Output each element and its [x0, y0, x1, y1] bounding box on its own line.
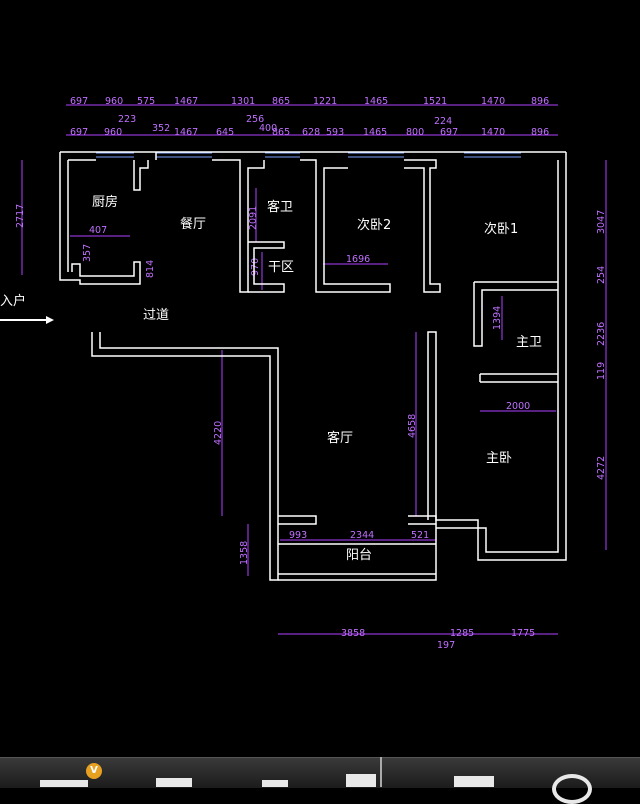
- label-bedroom2: 次卧2: [357, 217, 391, 233]
- dim-top2-1: 960: [104, 127, 122, 138]
- dim-kitchen-w: 407: [89, 225, 107, 236]
- dim-top-extra-2: 400: [259, 123, 277, 134]
- dim-balcony-h: 1358: [239, 541, 250, 565]
- entrance-arrow-icon: [0, 316, 54, 324]
- label-guest-bath: 客卫: [267, 199, 293, 215]
- dim-bottom2: 197: [437, 640, 455, 651]
- app-icon-1[interactable]: [40, 780, 88, 787]
- taskbar: [0, 757, 640, 788]
- dim-top2-9: 800: [406, 127, 424, 138]
- dim-top2-12: 896: [531, 127, 549, 138]
- dim-top-extra-1: 256: [246, 114, 264, 125]
- floor-plan: 697 960 575 1467 1301 865 1221 1465 1521…: [0, 96, 607, 651]
- dim-top1-5: 865: [272, 96, 290, 107]
- dim-right-2: 2236: [596, 322, 607, 346]
- dim-top2-6: 628: [302, 127, 320, 138]
- dim-top1-2: 575: [137, 96, 155, 107]
- dim-bottom-1: 1285: [450, 628, 474, 639]
- dim-top2-8: 1465: [363, 127, 387, 138]
- walls: [59, 151, 567, 581]
- dim-top2-5: 865: [272, 127, 290, 138]
- room-labels: 厨房 餐厅 客卫 干区 次卧2 次卧1 主卫 主卧 客厅 阳台 过道 入户: [0, 194, 542, 563]
- app-icon-3[interactable]: [262, 780, 288, 787]
- dim-top-extra-0: 223: [118, 114, 136, 125]
- dim-bottom-0: 3858: [341, 628, 365, 639]
- dim-bath-h: 2091: [248, 206, 259, 230]
- dim-top2-0: 697: [70, 127, 88, 138]
- dim-top1-4: 1301: [231, 96, 255, 107]
- dim-living-h: 4658: [407, 414, 418, 438]
- dim-top1-3: 1467: [174, 96, 198, 107]
- dim-top1-1: 960: [105, 96, 123, 107]
- dim-top2-2: 352: [152, 123, 170, 134]
- dim-top-extra-3: 224: [434, 116, 452, 127]
- dim-right-3: 119: [596, 362, 607, 380]
- dim-top1-10: 896: [531, 96, 549, 107]
- app-icon-2[interactable]: [156, 778, 192, 787]
- dim-right-0: 3047: [596, 210, 607, 234]
- dim-left: 2717: [15, 204, 26, 228]
- dim-top1-0: 697: [70, 96, 88, 107]
- dim-top1-6: 1221: [313, 96, 337, 107]
- dim-top1-8: 1521: [423, 96, 447, 107]
- label-corridor: 过道: [143, 308, 169, 323]
- dim-bottom-2: 1775: [511, 628, 535, 639]
- label-dry-area: 干区: [268, 260, 294, 275]
- dimension-labels: 697 960 575 1467 1301 865 1221 1465 1521…: [15, 96, 607, 651]
- dim-balc-r: 521: [411, 530, 429, 541]
- dim-kitchen-h1: 357: [82, 244, 93, 262]
- taskbar-divider: [380, 757, 382, 787]
- dim-dry-h: 970: [250, 258, 261, 276]
- label-kitchen: 厨房: [92, 194, 118, 210]
- dim-top1-9: 1470: [481, 96, 505, 107]
- dim-mbath-h: 1394: [492, 306, 503, 330]
- windows: [96, 152, 521, 158]
- dim-top1-7: 1465: [364, 96, 388, 107]
- label-balcony: 阳台: [346, 548, 372, 563]
- app-icon-4[interactable]: [346, 774, 376, 787]
- dim-balc-l: 993: [289, 530, 307, 541]
- label-bedroom1: 次卧1: [484, 221, 518, 237]
- dim-top2-3: 1467: [174, 127, 198, 138]
- dim-top2-11: 1470: [481, 127, 505, 138]
- label-dining: 餐厅: [180, 216, 206, 232]
- label-master-bath: 主卫: [516, 335, 542, 350]
- dim-balc-w: 2344: [350, 530, 374, 541]
- dim-kitchen-h2: 814: [145, 260, 156, 278]
- dim-right-4: 4272: [596, 456, 607, 480]
- dim-bed2-w: 1696: [346, 254, 370, 265]
- dim-right-1: 254: [596, 266, 607, 284]
- app-icon-5[interactable]: [454, 776, 494, 787]
- vip-badge-icon: V: [86, 763, 102, 779]
- label-master-bed: 主卧: [486, 451, 512, 466]
- dim-top2-7: 593: [326, 127, 344, 138]
- dimension-lines: [21, 104, 607, 635]
- app-icon-6[interactable]: [552, 774, 592, 804]
- dim-corridor-h: 4220: [213, 421, 224, 445]
- dim-top2-4: 645: [216, 127, 234, 138]
- dim-mbed-w: 2000: [506, 401, 530, 412]
- label-living: 客厅: [327, 430, 353, 446]
- label-entrance: 入户: [0, 293, 26, 309]
- dim-top2-10: 697: [440, 127, 458, 138]
